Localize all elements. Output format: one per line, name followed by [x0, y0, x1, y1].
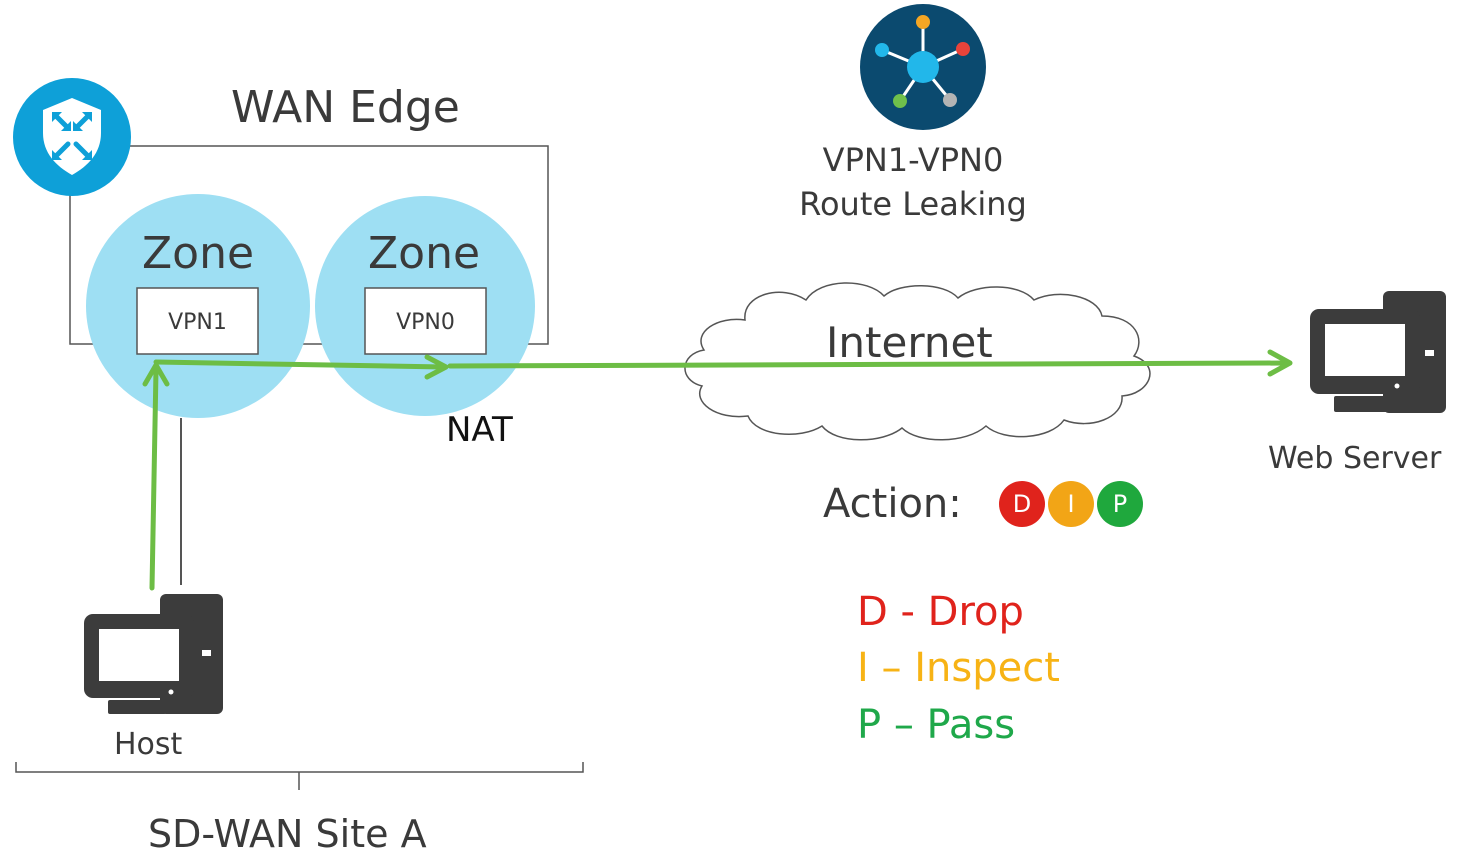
zone-label-2: Zone — [368, 228, 481, 279]
action-badge-drop-letter: D — [1012, 490, 1032, 518]
site-brace — [15, 762, 584, 790]
route-leaking-line1: VPN1-VPN0 — [822, 141, 1004, 179]
web-server-label: Web Server — [1268, 441, 1442, 476]
route-leaking-line2: Route Leaking — [799, 185, 1027, 223]
vpn1-label: VPN1 — [168, 310, 227, 335]
action-badge-inspect-letter: I — [1067, 490, 1075, 518]
zone-label-1: Zone — [142, 228, 255, 279]
shield-arrows-icon — [13, 78, 131, 196]
action-badge-drop — [999, 481, 1045, 527]
desktop-server-icon-web — [1310, 291, 1446, 413]
host-label: Host — [114, 727, 183, 762]
legend-inspect: I – Inspect — [857, 645, 1060, 691]
action-badges — [999, 481, 1143, 527]
action-badge-inspect — [1048, 481, 1094, 527]
wan-edge-box — [69, 145, 549, 345]
wan-edge-title: WAN Edge — [231, 82, 460, 133]
vpn0-box — [364, 287, 487, 355]
action-label: Action: — [823, 481, 962, 527]
legend-drop: D - Drop — [857, 589, 1024, 635]
hub-network-icon — [860, 4, 986, 130]
cloud-icon — [684, 282, 1151, 441]
nat-label: NAT — [446, 410, 513, 450]
vpn0-label: VPN0 — [396, 310, 455, 335]
action-badge-pass-letter: P — [1112, 490, 1128, 518]
internet-label: Internet — [826, 318, 993, 367]
site-label: SD-WAN Site A — [148, 812, 427, 856]
action-badge-pass — [1097, 481, 1143, 527]
legend-pass: P – Pass — [857, 702, 1016, 748]
vpn1-box — [136, 287, 259, 355]
desktop-server-icon-host — [84, 594, 223, 714]
traffic-flow-arrow — [142, 349, 1293, 591]
